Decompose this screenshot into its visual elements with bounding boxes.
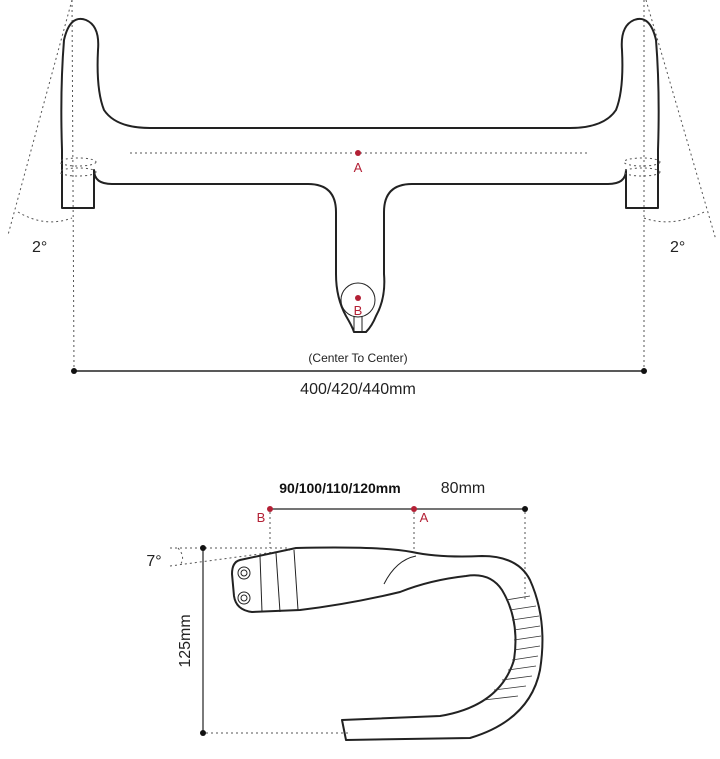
width-dimension-left-end <box>71 368 77 374</box>
side-point-b-marker <box>267 506 273 512</box>
left-angle-label: 2° <box>32 239 47 256</box>
side-point-b-label: B <box>257 510 266 525</box>
side-view: 90/100/110/120mm 80mm B A 7° 125mm <box>146 480 544 741</box>
right-angle-label: 2° <box>670 239 685 256</box>
bolt-top-icon <box>237 566 251 580</box>
center-to-center-note: (Center To Center) <box>308 351 407 365</box>
angle-arc <box>177 547 184 566</box>
reach-extra-label: 80mm <box>441 480 485 497</box>
side-point-a-label: A <box>420 510 429 525</box>
right-flare-guide <box>645 0 717 241</box>
left-bar-end-mark-2 <box>59 167 97 177</box>
drop-dimension-top <box>200 545 206 551</box>
left-vertical-guide <box>71 0 75 371</box>
point-b-marker <box>355 295 361 301</box>
angle-label: 7° <box>146 553 161 570</box>
left-bar-end-mark-1 <box>59 157 97 167</box>
right-angle-arc <box>643 211 705 223</box>
drop-hatching <box>483 595 542 701</box>
reach-end-marker <box>522 506 528 512</box>
bolt-top-inner <box>240 569 248 577</box>
right-bar-end-mark-1 <box>623 157 661 167</box>
side-point-a-marker <box>411 506 417 512</box>
point-b-label: B <box>354 303 363 318</box>
stem-clamp-circle <box>340 282 376 318</box>
faceplate-edge-1 <box>259 555 263 613</box>
bolt-bottom-inner <box>240 594 248 602</box>
reach-label: 90/100/110/120mm <box>279 480 400 496</box>
bar-junction-curve <box>383 555 417 585</box>
left-angle-arc <box>17 211 73 223</box>
drop-label: 125mm <box>177 614 194 667</box>
top-view: A B 2° 2° (Center To Center) 400/420/440… <box>7 0 717 398</box>
width-dimension-right-end <box>641 368 647 374</box>
faceplate-edge-2 <box>275 552 281 613</box>
width-label: 400/420/440mm <box>300 381 416 398</box>
left-flare-guide <box>7 0 73 236</box>
bolt-bottom-icon <box>237 591 251 605</box>
stem-clamp-edge <box>293 549 299 611</box>
handlebar-outline <box>60 18 660 333</box>
point-a-marker <box>355 150 361 156</box>
drop-dimension-bottom <box>200 730 206 736</box>
stem-body <box>231 546 544 741</box>
point-a-label: A <box>354 160 363 175</box>
right-bar-end-mark-2 <box>623 167 661 177</box>
